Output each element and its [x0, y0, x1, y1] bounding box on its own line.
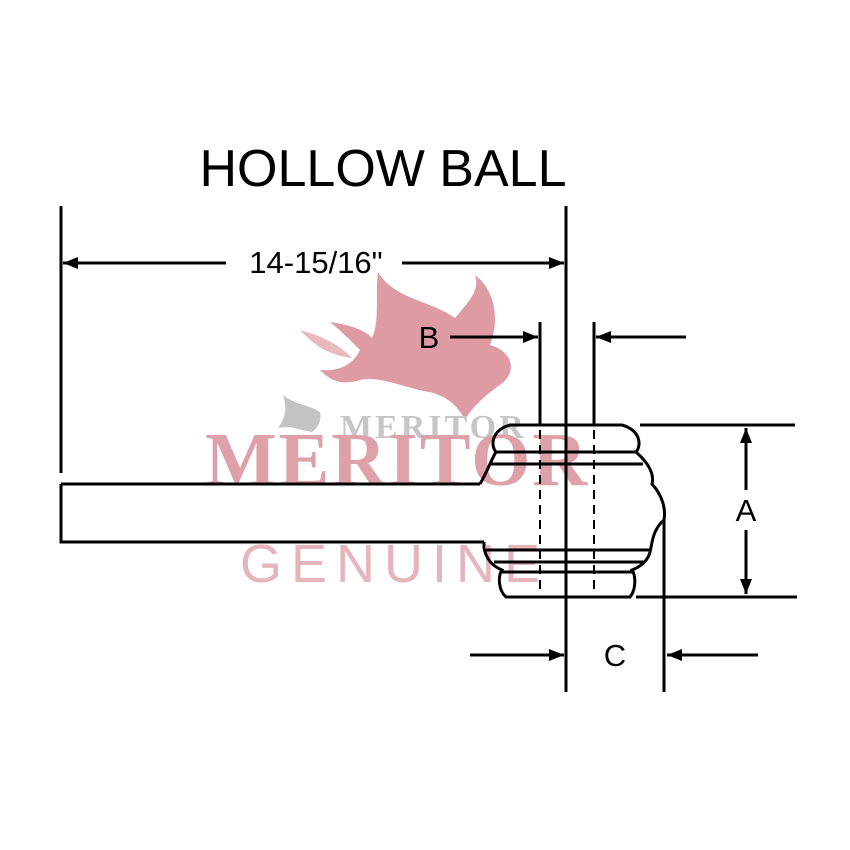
overall-length-label: 14-15/16": [249, 245, 382, 280]
watermark-word: MERITOR: [205, 418, 589, 502]
diagram-title: HOLLOW BALL: [199, 140, 566, 198]
watermark-tagline: GENUINE: [240, 534, 549, 594]
dimension-label-a: A: [736, 493, 757, 528]
bull-head-logo-icon: [300, 272, 511, 420]
small-logo-icon: [278, 395, 321, 432]
shaft: [59, 482, 484, 544]
watermark: MERITOR MERITOR GENUINE: [205, 272, 589, 594]
dimension-label-c: C: [604, 638, 626, 673]
ball-outline: [478, 423, 666, 599]
dimension-label-b: B: [419, 320, 440, 355]
